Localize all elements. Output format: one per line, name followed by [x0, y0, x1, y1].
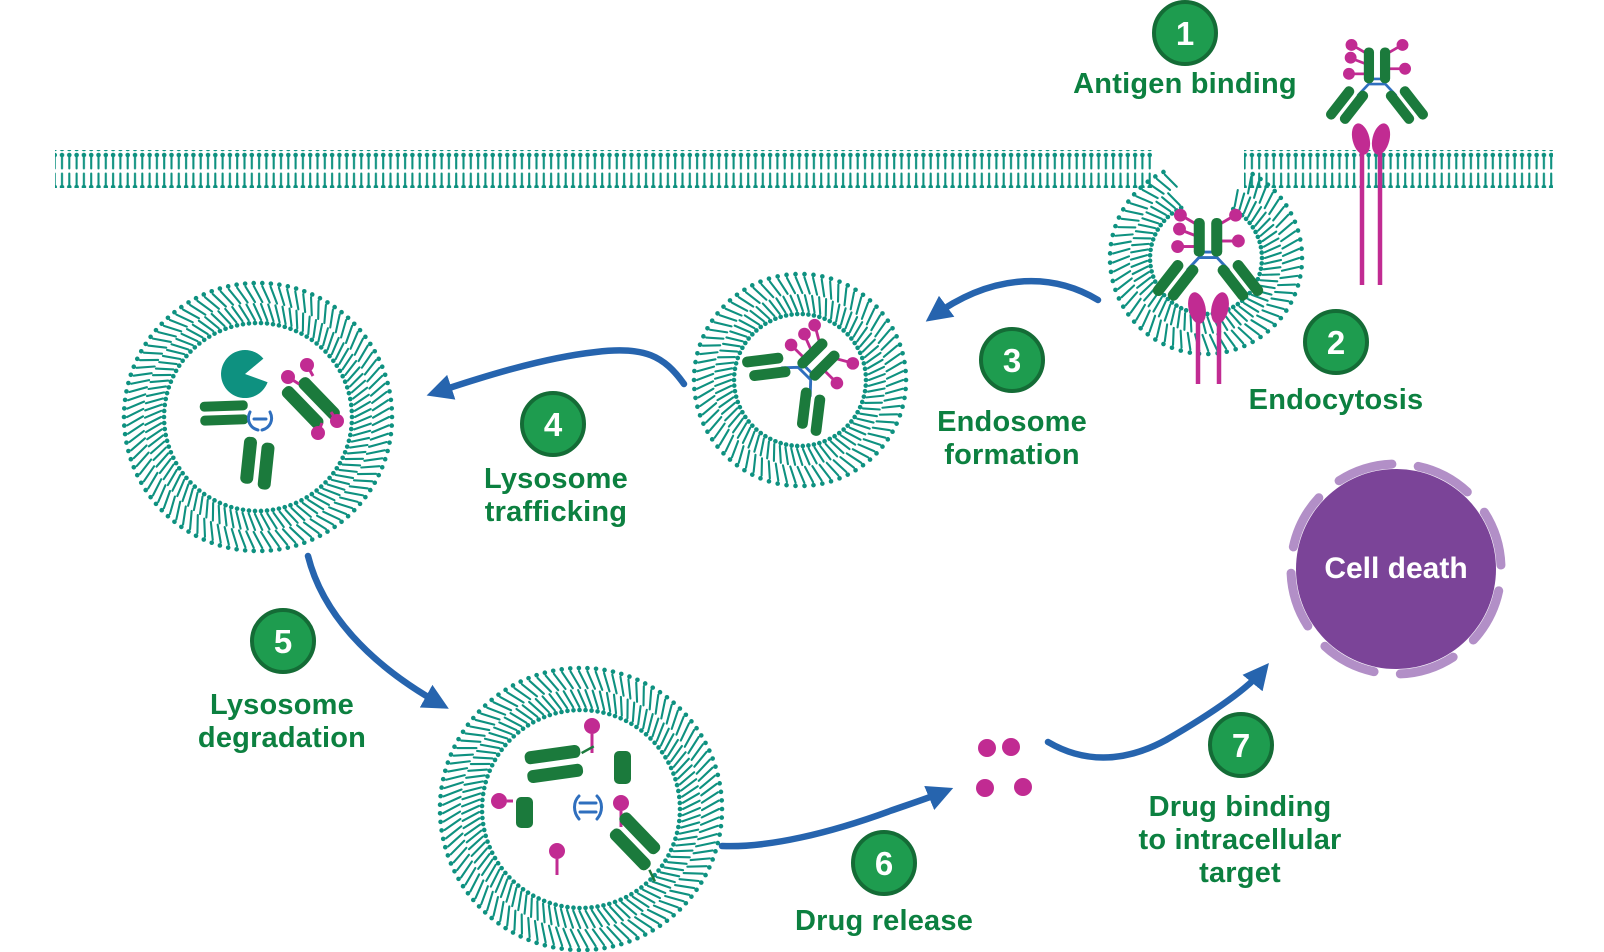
- step-3-number: 3: [1002, 341, 1022, 379]
- step-5-label-line: degradation: [197, 722, 367, 754]
- step-7-label: Drug binding to intracellular target: [1050, 791, 1430, 890]
- arrow-drug-release-icon: [718, 785, 954, 850]
- step-2-number: 2: [1326, 323, 1346, 361]
- step-7-label-line: Drug binding: [1148, 791, 1332, 823]
- step-2-label-line: Endocytosis: [1248, 384, 1424, 416]
- cell-membrane-left: [55, 150, 1152, 188]
- step-1-label-line: Antigen binding: [1073, 68, 1297, 100]
- step-5-label: Lysosome degradation: [92, 689, 472, 755]
- lysosome-membrane-icon: [121, 280, 395, 554]
- step-4-badge: 4: [520, 391, 586, 457]
- degraded-fragments-and-free-drug-icon: [491, 718, 661, 882]
- cell-death-label: Cell death: [1324, 552, 1468, 585]
- degrading-antibody-fragments-icon: [199, 358, 344, 490]
- step-1-label: Antigen binding: [995, 68, 1375, 101]
- lysosome-enzyme-icon: [221, 350, 268, 399]
- step-6-number: 6: [874, 844, 894, 882]
- step-7-label-line: target: [1199, 857, 1281, 889]
- arrow-pit-to-endosome-icon: [925, 277, 1102, 322]
- step-6-label-line: Drug release: [794, 905, 974, 937]
- antigen-receptor-icon: [1351, 123, 1391, 285]
- step-5-badge: 5: [250, 608, 316, 674]
- step-7-number: 7: [1231, 726, 1251, 764]
- step-5-label-line: Lysosome: [210, 689, 354, 721]
- cell-death-icon: [1286, 459, 1506, 679]
- step-4-number: 4: [543, 405, 563, 443]
- endosome-membrane-icon: [691, 271, 909, 489]
- step-7-badge: 7: [1208, 712, 1274, 778]
- arrow-endosome-to-lysosome-icon: [426, 347, 688, 400]
- step-6-label: Drug release: [694, 905, 1074, 938]
- endocytic-pit-membrane-icon: [1107, 169, 1305, 357]
- step-3-badge: 3: [979, 327, 1045, 393]
- step-5-number: 5: [273, 622, 293, 660]
- step-3-label-line: formation: [944, 439, 1080, 471]
- step-4-label-line: trafficking: [484, 496, 628, 528]
- flow-arrows: [304, 277, 1269, 850]
- step-6-badge: 6: [851, 830, 917, 896]
- step-3-label: Endosome formation: [822, 406, 1202, 472]
- step-4-label-line: Lysosome: [484, 463, 628, 495]
- arrow-to-cell-death-icon: [1044, 662, 1269, 761]
- cell-membrane-right: [1244, 150, 1553, 188]
- step-7-label-line: to intracellular: [1138, 824, 1342, 856]
- step-4-label: Lysosome trafficking: [366, 463, 746, 529]
- released-drug-molecules-icon: [976, 738, 1032, 797]
- step-1-number: 1: [1175, 14, 1195, 52]
- step-1-badge: 1: [1152, 0, 1218, 66]
- pit-receptor-icon: [1188, 292, 1229, 384]
- arrow-lysosome-to-degradation-icon: [304, 552, 449, 709]
- step-2-label: Endocytosis: [1146, 384, 1526, 417]
- step-3-label-line: Endosome: [937, 406, 1087, 438]
- degraded-lysosome-membrane-icon: [437, 665, 725, 952]
- step-2-badge: 2: [1303, 309, 1369, 375]
